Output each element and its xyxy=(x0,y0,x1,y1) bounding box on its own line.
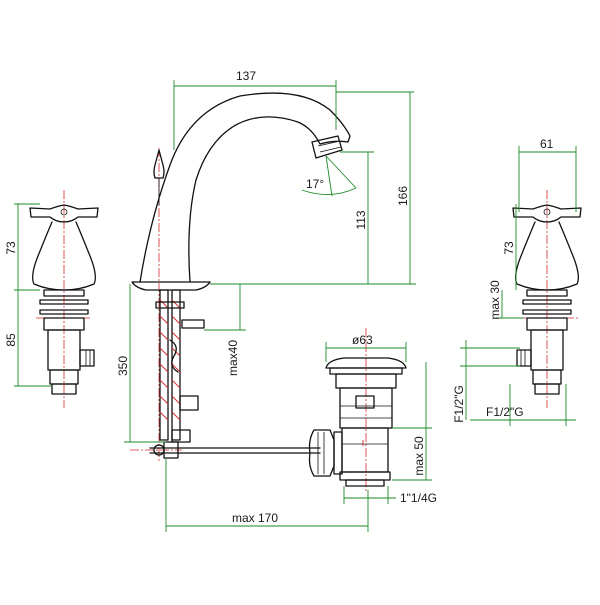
dim-faucet-height: 166 xyxy=(396,186,410,206)
under-deck-assembly xyxy=(149,289,321,459)
dimension-lines xyxy=(14,80,577,532)
dim-spout-height: 113 xyxy=(354,210,368,229)
right-valve xyxy=(512,204,582,395)
dim-deck-max: max40 xyxy=(226,340,240,376)
dim-spout-reach: 137 xyxy=(236,69,256,83)
spout xyxy=(131,92,351,291)
dim-right-handle-width: 61 xyxy=(540,137,554,151)
dim-drain-max-height: max 50 xyxy=(412,436,426,476)
dim-mount-depth: 350 xyxy=(116,356,130,376)
dim-drain-thread: 1"1/4G xyxy=(400,491,437,505)
dim-connection-thread-horizontal: F1/2"G xyxy=(486,405,524,419)
dim-right-deck-max: max 30 xyxy=(488,280,502,320)
dim-left-handle-height: 73 xyxy=(4,241,18,255)
dim-drain-diameter: ø63 xyxy=(352,333,373,347)
pop-up-drain xyxy=(308,357,407,487)
dim-rod-max-length: max 170 xyxy=(232,511,278,525)
left-valve xyxy=(29,204,99,395)
dim-valve-body-height: 85 xyxy=(4,333,18,347)
dim-connection-thread-vertical: F1/2"G xyxy=(452,385,466,423)
dim-right-handle-height: 73 xyxy=(502,241,516,255)
dimension-labels: 137 166 113 17° 73 85 350 max40 ø63 max … xyxy=(4,69,554,525)
dim-spout-angle: 17° xyxy=(306,177,324,191)
